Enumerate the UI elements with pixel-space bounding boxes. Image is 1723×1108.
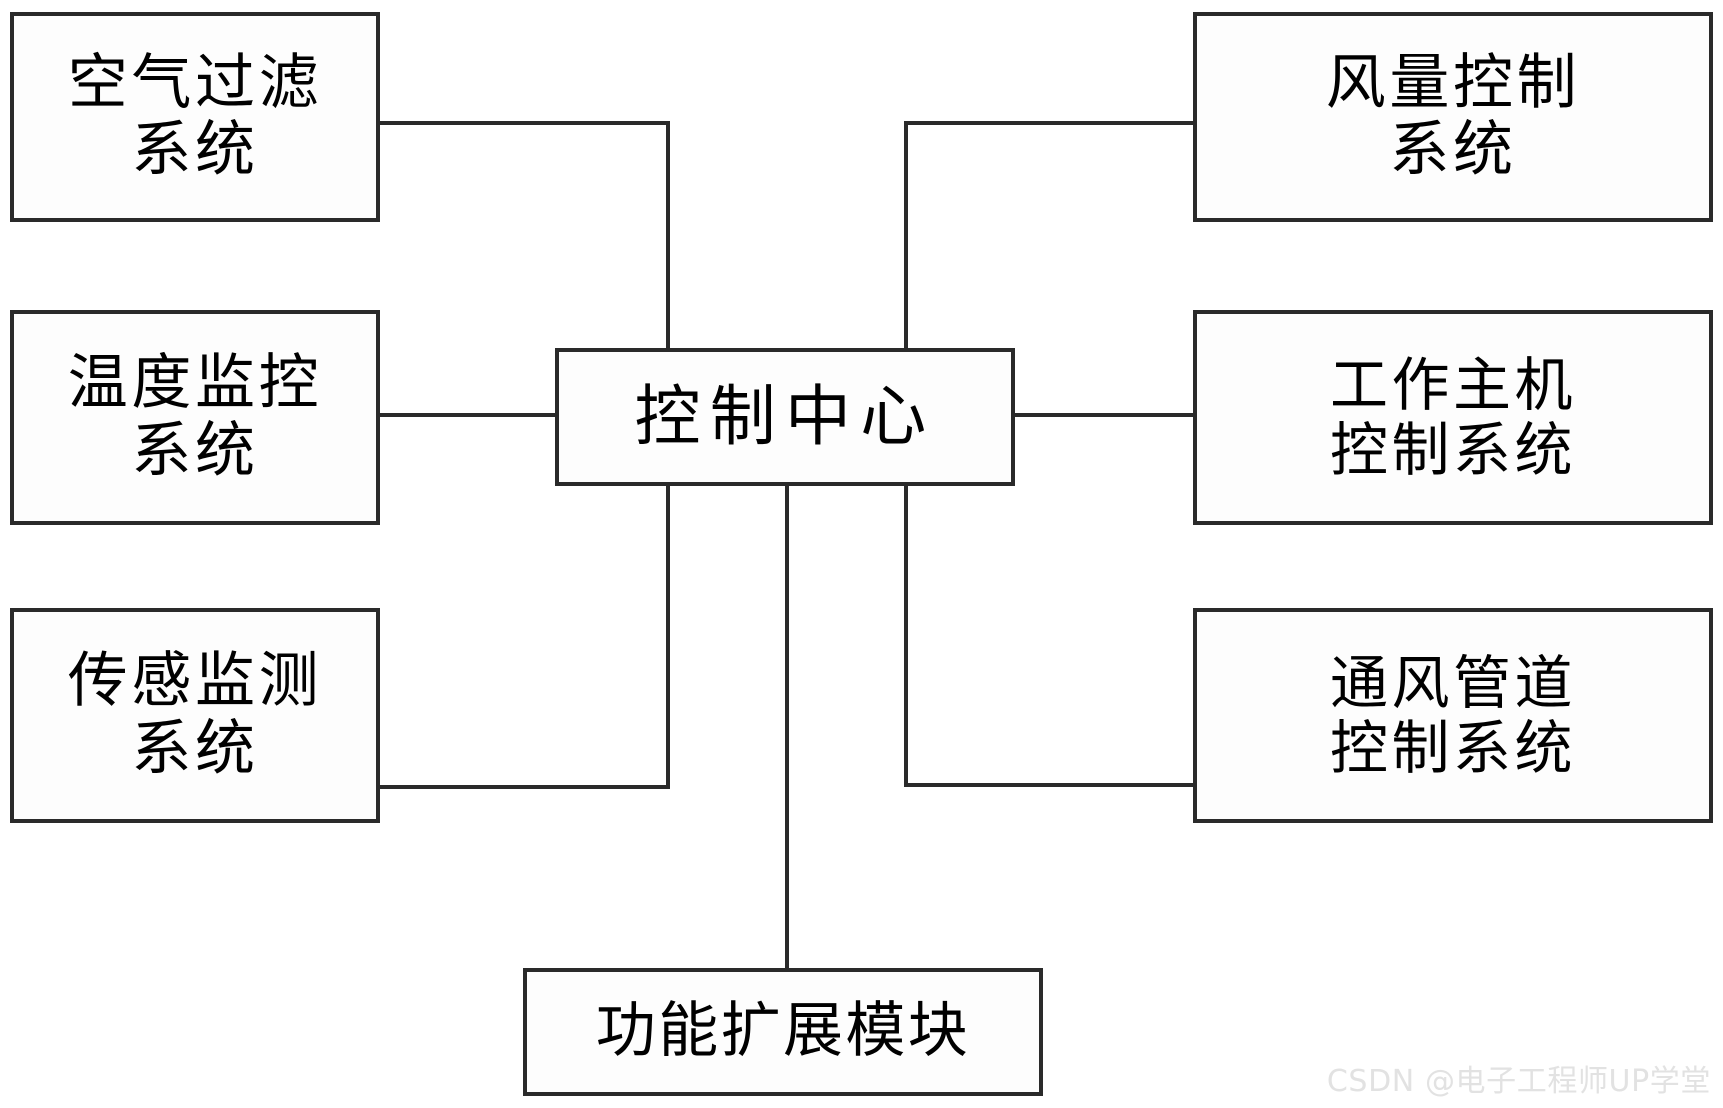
node-air-volume-line-1: 风量控制 xyxy=(1325,47,1581,118)
node-function-expansion-module[interactable]: 功能扩展模块 xyxy=(523,968,1043,1096)
connector-expansion-vertical xyxy=(785,484,789,970)
node-air-volume-line-2: 系统 xyxy=(1389,115,1517,185)
node-ventilation-duct-control-system[interactable]: 通风管道 控制系统 xyxy=(1193,608,1713,823)
node-control-center-label: 控制中心 xyxy=(634,378,936,456)
node-air-filter-line-2: 系统 xyxy=(131,115,259,185)
connector-air-volume-vertical xyxy=(904,121,908,350)
connector-air-filter-horizontal xyxy=(378,121,670,125)
node-duct-line-2: 控制系统 xyxy=(1330,713,1576,782)
watermark-text: CSDN @电子工程师UP学堂 xyxy=(1326,1064,1711,1099)
connector-work-host-horizontal xyxy=(1013,413,1195,417)
node-sensor-monitoring-system[interactable]: 传感监测 系统 xyxy=(10,608,380,823)
connector-duct-vertical xyxy=(904,484,908,787)
node-temperature-line-1: 温度监控 xyxy=(67,348,323,419)
connector-air-volume-horizontal xyxy=(904,121,1195,125)
node-temperature-monitoring-system[interactable]: 温度监控 系统 xyxy=(10,310,380,525)
node-air-filter-system[interactable]: 空气过滤 系统 xyxy=(10,12,380,222)
node-temperature-line-2: 系统 xyxy=(131,415,259,486)
node-expansion-line-1: 功能扩展模块 xyxy=(595,996,971,1067)
connector-sensor-vertical xyxy=(666,484,670,789)
node-duct-line-1: 通风管道 xyxy=(1330,648,1576,717)
connector-air-filter-vertical xyxy=(666,121,670,350)
connector-duct-horizontal xyxy=(904,783,1195,787)
node-work-host-control-system[interactable]: 工作主机 控制系统 xyxy=(1193,310,1713,525)
node-sensor-line-1: 传感监测 xyxy=(67,646,323,717)
connector-sensor-horizontal xyxy=(378,785,670,789)
connector-temperature-horizontal xyxy=(378,413,557,417)
node-air-filter-line-1: 空气过滤 xyxy=(67,47,323,118)
node-work-host-line-2: 控制系统 xyxy=(1330,415,1576,484)
node-sensor-line-2: 系统 xyxy=(131,713,259,784)
node-work-host-line-1: 工作主机 xyxy=(1330,350,1576,419)
node-control-center[interactable]: 控制中心 xyxy=(555,348,1015,486)
node-air-volume-control-system[interactable]: 风量控制 系统 xyxy=(1193,12,1713,222)
